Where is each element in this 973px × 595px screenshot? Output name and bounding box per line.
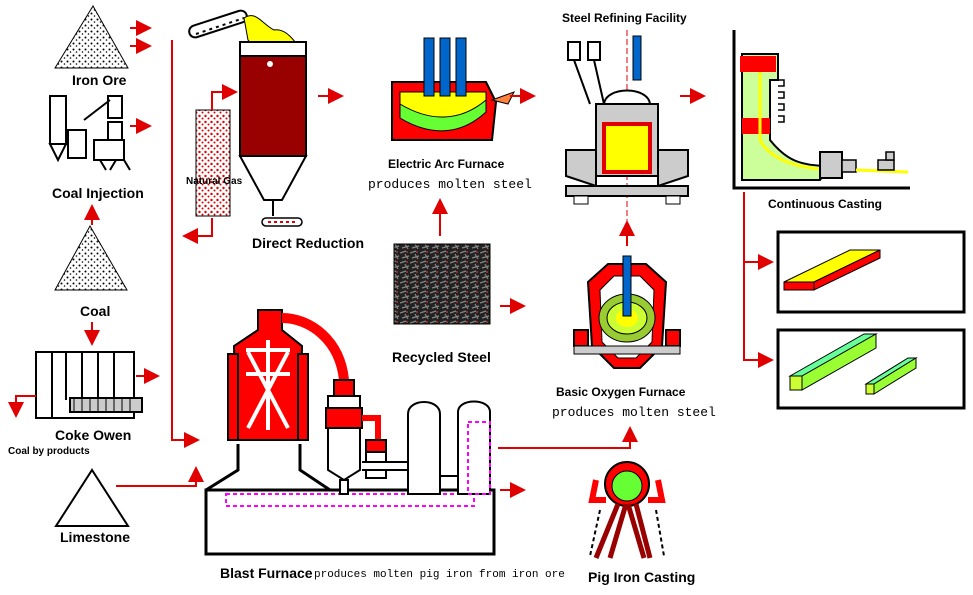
electric-arc-furnace xyxy=(391,37,516,141)
iron-ore-label: Iron Ore xyxy=(72,72,127,88)
coal-pile xyxy=(54,224,128,291)
basic-oxygen-furnace xyxy=(573,255,681,369)
limestone-pile xyxy=(54,468,130,527)
steel-billet-small xyxy=(864,357,918,395)
steel-refining-label: Steel Refining Facility xyxy=(562,11,687,25)
bof-note: produces molten steel xyxy=(552,405,716,420)
coal-byproducts-label: Coal by products xyxy=(8,446,90,457)
coke-oven xyxy=(35,351,143,419)
continuous-casting-label: Continuous Casting xyxy=(768,197,882,211)
direct-reduction-shaft xyxy=(239,55,307,157)
direct-reduction-label: Direct Reduction xyxy=(252,235,364,251)
arrow-byproducts xyxy=(8,395,36,418)
pig-iron-casting-label: Pig Iron Casting xyxy=(588,569,695,585)
arrow-gas-return xyxy=(182,218,213,244)
shaft-cone xyxy=(238,155,308,201)
coke-oven-label: Coke Owen xyxy=(55,427,131,443)
blast-furnace-label: Blast Furnace xyxy=(220,565,313,581)
continuous-casting-machine xyxy=(732,30,910,190)
coal-injection-label: Coal Injection xyxy=(52,185,144,201)
eaf-label: Electric Arc Furnace xyxy=(388,157,505,171)
recycled-steel-scrap xyxy=(393,243,491,325)
arrow-limestone xyxy=(116,466,204,487)
blast-furnace-note: produces molten pig iron from iron ore xyxy=(314,569,565,581)
arrow-gas-to-shaft xyxy=(211,84,238,110)
steel-billet-large xyxy=(788,333,878,391)
eaf-note: produces molten steel xyxy=(368,177,532,192)
bof-label: Basic Oxygen Furnace xyxy=(556,385,686,399)
iron-ore-pile xyxy=(54,5,129,69)
arrow-supply-blast-furnace xyxy=(171,40,200,448)
arrow-casting-to-billets xyxy=(743,192,774,368)
natural-gas-label: Natural Gas xyxy=(186,176,243,187)
limestone-label: Limestone xyxy=(60,529,130,545)
conveyor-top xyxy=(188,9,248,39)
steel-slab xyxy=(783,249,881,291)
coal-injection-equipment xyxy=(48,95,131,171)
arrow-blast-to-bof xyxy=(498,426,638,449)
natural-gas-reformer xyxy=(195,109,231,217)
coal-label: Coal xyxy=(80,303,110,319)
pig-iron-casting xyxy=(588,461,666,559)
shaft-top xyxy=(239,41,307,57)
recycled-steel-label: Recycled Steel xyxy=(392,349,491,365)
blast-furnace xyxy=(204,309,496,556)
steel-refining-vessel xyxy=(565,30,689,232)
